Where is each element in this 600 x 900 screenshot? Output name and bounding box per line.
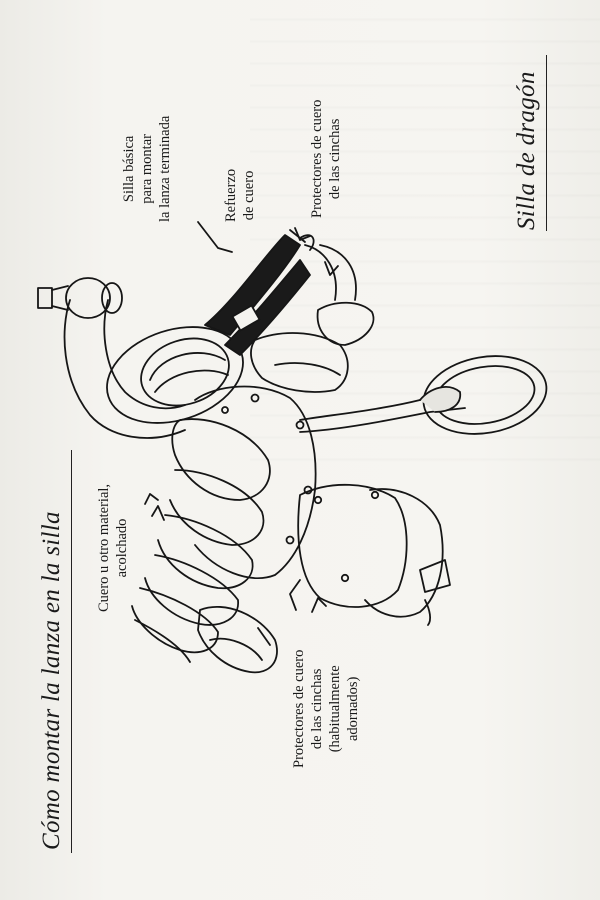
label-protectores-bottom-line1: Protectores de cuero [291,649,307,768]
pointer-arrows [144,221,327,646]
main-title: Cómo montar la lanza en la silla [38,511,65,850]
padded-cushion [131,418,271,663]
dark-straps [204,227,315,356]
rear-skirt [297,483,451,626]
label-cuero-acolchado: Cuero u otro material, acolchado [95,484,131,612]
label-protectores-bottom-line2: de las cinchas [309,668,325,750]
label-refuerzo: Refuerzo de cuero [222,169,258,222]
seat-body [194,385,317,580]
label-silla-basica-line3: la lanza terminada [157,115,173,222]
label-silla-basica-line1: Silla básica [121,135,137,203]
top-protectors [250,332,349,393]
label-protectores-bottom-line4: adornados) [345,676,361,742]
label-protectores-top-line2: de las cinchas [327,118,343,200]
lance-mount-arm [37,277,186,439]
label-protectores-bottom: Protectores de cuero de las cinchas (hab… [290,650,362,768]
secondary-title-underline [546,55,548,231]
bottom-protector-front [197,605,278,674]
main-title-underline [71,450,73,853]
label-silla-basica-line2: para montar [139,134,155,204]
label-protectores-top-line1: Protectores de cuero [309,99,325,218]
label-protectores-bottom-line3: (habitualmente [327,665,343,753]
label-silla-basica: Silla básica para montar la lanza termin… [120,116,174,222]
label-protectores-top: Protectores de cuero de las cinchas [308,100,344,218]
secondary-title: Silla de dragón [513,71,540,230]
label-cuero-acolchado-line1: Cuero u otro material, [96,483,112,612]
stirrup [299,355,548,435]
label-refuerzo-line2: de cuero [241,170,257,221]
label-refuerzo-line1: Refuerzo [223,168,239,222]
side-strap [304,244,375,346]
label-cuero-acolchado-line2: acolchado [114,518,130,578]
